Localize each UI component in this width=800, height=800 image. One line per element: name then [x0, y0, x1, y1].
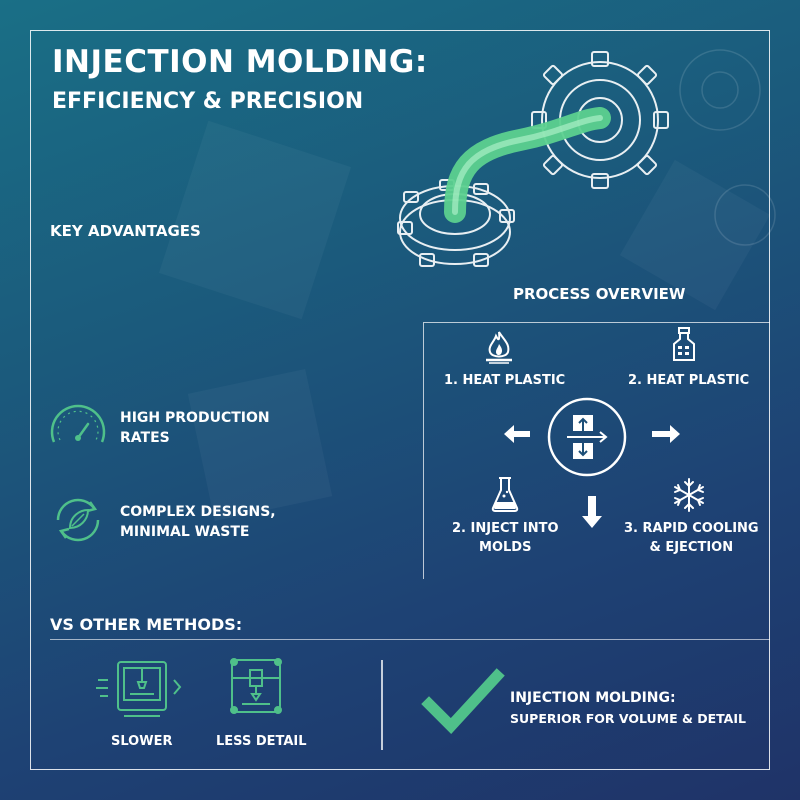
recycle-leaf-icon [56, 498, 100, 542]
3d-printer-icon [230, 658, 282, 714]
process-step-line1: 3. RAPID COOLING [624, 521, 759, 536]
content-frame [30, 30, 770, 770]
advantage-item: HIGH PRODUCTION RATES [120, 408, 270, 448]
snowflake-icon [674, 478, 704, 512]
arrow-left-icon [504, 425, 530, 443]
page-title: INJECTION MOLDING: [52, 44, 428, 80]
process-step-label: 3. RAPID COOLING & EJECTION [624, 519, 759, 557]
advantage-line1: COMPLEX DESIGNS, [120, 504, 276, 520]
advantage-line1: HIGH PRODUCTION [120, 410, 270, 426]
flask-icon [673, 327, 695, 361]
beaker-icon [491, 477, 519, 512]
advantage-line2: MINIMAL WASTE [120, 524, 250, 540]
flame-icon [486, 331, 512, 364]
mold-press-icon [547, 397, 627, 477]
checkmark-icon [421, 668, 505, 734]
verdict-detail: SUPERIOR FOR VOLUME & DETAIL [510, 711, 746, 726]
divider [50, 639, 770, 640]
process-step-label: 1. HEAT PLASTIC [444, 373, 566, 388]
process-step-line2: & EJECTION [649, 540, 734, 555]
vertical-divider [381, 660, 383, 750]
process-step-line1: 2. INJECT INTO [452, 521, 559, 536]
advantage-item: COMPLEX DESIGNS, MINIMAL WASTE [120, 502, 276, 542]
verdict-title: INJECTION MOLDING: [510, 690, 676, 706]
process-step-label: 2. HEAT PLASTIC [628, 373, 750, 388]
process-overview-box [423, 322, 770, 579]
cnc-machine-icon [96, 661, 182, 717]
key-advantages-heading: KEY ADVANTAGES [50, 222, 201, 240]
process-step-line2: MOLDS [479, 540, 532, 555]
advantage-line2: RATES [120, 430, 170, 446]
vs-other-methods-heading: VS OTHER METHODS: [50, 615, 243, 634]
arrow-down-icon [582, 496, 602, 528]
method-label: LESS DETAIL [216, 734, 307, 749]
process-step-label: 2. INJECT INTO MOLDS [452, 519, 559, 557]
speedometer-icon [50, 404, 106, 443]
process-overview-heading: PROCESS OVERVIEW [513, 285, 686, 303]
arrow-right-icon [652, 425, 680, 443]
page-subtitle: EFFICIENCY & PRECISION [52, 89, 364, 114]
method-label: SLOWER [111, 734, 173, 749]
